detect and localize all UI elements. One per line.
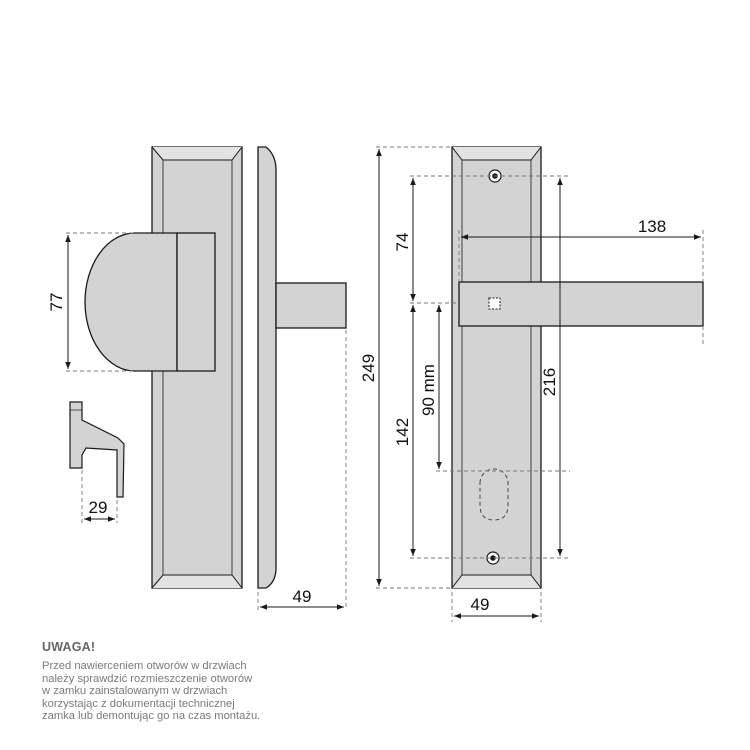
warning-line-3: w zamku zainstalowanym w drzwiach (42, 685, 228, 698)
lever-handle (458, 281, 704, 327)
dim-138-label: 138 (638, 217, 666, 236)
edge-plate (257, 146, 347, 589)
dim-29-label: 29 (89, 498, 108, 517)
warning-title: UWAGA! (42, 640, 96, 654)
dim-142-label: 142 (393, 418, 412, 446)
dim-216-label: 216 (540, 368, 559, 396)
warning-note: UWAGA! Przed nawierceniem otworów w drzw… (42, 640, 342, 723)
knob-handle (84, 232, 216, 372)
dim-49-front-label: 49 (471, 595, 490, 614)
dim-77-label: 77 (47, 293, 66, 312)
warning-line-1: Przed nawierceniem otworów w drzwiach (42, 660, 247, 672)
dim-90mm-label: 90 mm (419, 364, 438, 416)
warning-line-5: zamka lub demontując go na czas montażu. (42, 710, 261, 723)
extension-lines (66, 146, 704, 622)
dimension-lines (65, 149, 701, 619)
hook-profile (69, 401, 125, 498)
front-plate (451, 146, 542, 589)
warning-line-4: korzystając z dokumentacji technicznej (42, 697, 235, 710)
dim-74-label: 74 (393, 233, 412, 252)
dim-49-edge-label: 49 (293, 587, 312, 606)
warning-line-2: należy sprawdzić rozmieszczenie otworów (42, 672, 253, 685)
dim-249-label: 249 (359, 354, 378, 382)
